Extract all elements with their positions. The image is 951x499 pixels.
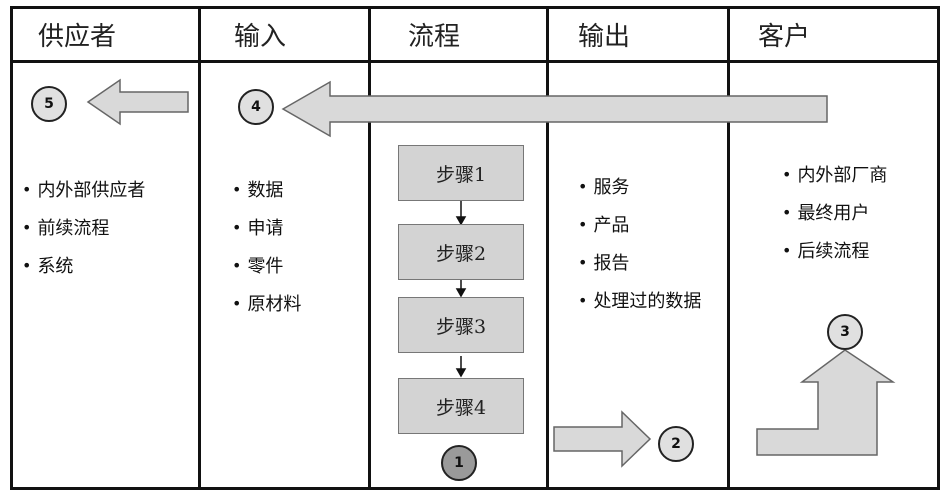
header-customer: 客户 <box>758 21 811 52</box>
list-item: 零件 <box>232 246 301 284</box>
output-list: 服务 产品 报告 处理过的数据 <box>578 167 701 319</box>
header-output: 输出 <box>578 21 631 52</box>
list-item: 最终用户 <box>782 193 887 231</box>
list-item: 原材料 <box>232 284 301 322</box>
list-item: 内外部厂商 <box>782 155 887 193</box>
header-process: 流程 <box>408 21 461 52</box>
badge-2: 2 <box>658 426 694 462</box>
customer-list: 内外部厂商 最终用户 后续流程 <box>782 155 887 269</box>
step-box-4: 步骤4 <box>398 378 524 434</box>
column-divider-4 <box>727 6 730 490</box>
up-arrow-customer <box>756 349 896 456</box>
list-item: 内外部供应者 <box>22 170 145 208</box>
left-arrow-supplier <box>86 78 189 126</box>
column-divider-2 <box>368 6 371 490</box>
badge-3: 3 <box>827 314 863 350</box>
list-item: 处理过的数据 <box>578 281 701 319</box>
diagram-frame <box>10 6 940 490</box>
right-arrow-output <box>553 410 652 468</box>
step-box-1: 步骤1 <box>398 145 524 201</box>
header-supplier: 供应者 <box>38 21 117 52</box>
header-input: 输入 <box>234 21 287 52</box>
column-divider-1 <box>198 6 201 490</box>
step-box-2: 步骤2 <box>398 224 524 280</box>
input-list: 数据 申请 零件 原材料 <box>232 170 301 322</box>
badge-5: 5 <box>31 86 67 122</box>
left-arrow-long <box>281 80 828 138</box>
column-divider-3 <box>546 6 549 490</box>
header-divider <box>10 60 940 63</box>
list-item: 系统 <box>22 246 145 284</box>
list-item: 服务 <box>578 167 701 205</box>
step-box-3: 步骤3 <box>398 297 524 353</box>
badge-1: 1 <box>441 445 477 481</box>
list-item: 报告 <box>578 243 701 281</box>
list-item: 前续流程 <box>22 208 145 246</box>
list-item: 数据 <box>232 170 301 208</box>
badge-4: 4 <box>238 89 274 125</box>
list-item: 后续流程 <box>782 231 887 269</box>
step-connectors <box>455 201 467 378</box>
list-item: 产品 <box>578 205 701 243</box>
list-item: 申请 <box>232 208 301 246</box>
supplier-list: 内外部供应者 前续流程 系统 <box>22 170 145 284</box>
